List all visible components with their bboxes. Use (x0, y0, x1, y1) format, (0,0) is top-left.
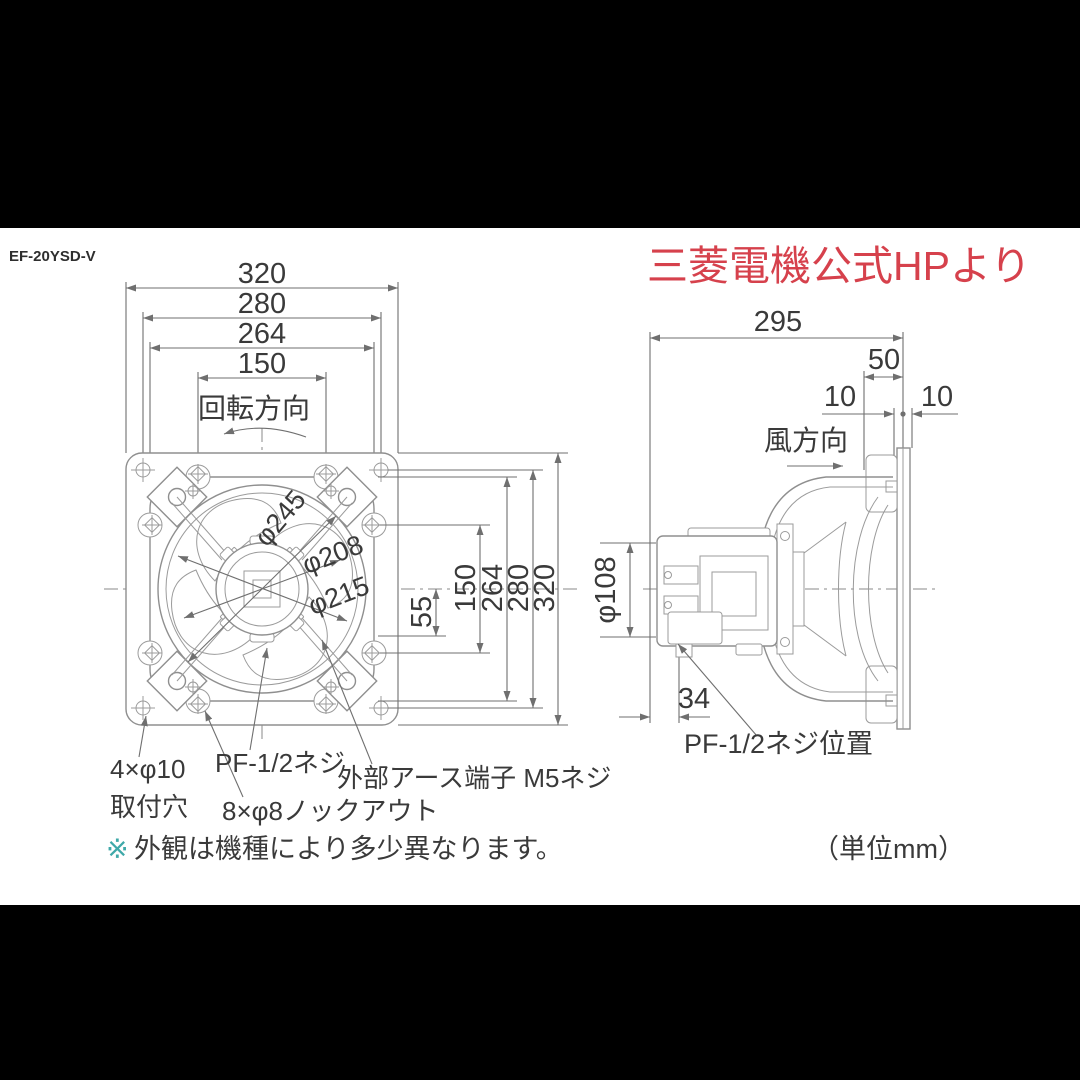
dim-tick-dot (900, 411, 906, 417)
front-right-dimension-lines (432, 453, 562, 725)
dim-front-width-320: 320 (238, 258, 286, 290)
front-top-extension-lines (125, 282, 399, 474)
note-mark: ※ (106, 834, 129, 864)
dim-front-height-320: 320 (529, 564, 561, 612)
earth-terminal-leader (321, 639, 373, 765)
dim-front-height-150: 150 (450, 564, 482, 612)
side-view: 295 50 10 10 風方向 φ108 34 (590, 306, 958, 759)
pf-position-label: PF-1/2ネジ位置 (684, 729, 873, 759)
front-top-dimension-lines (126, 284, 398, 382)
front-view: 320 280 264 150 回転方向 (104, 258, 578, 742)
model-number-label: EF-20YSD-V (9, 248, 96, 265)
rotation-direction-arrow (223, 427, 307, 438)
wall-mount-plate (896, 447, 911, 730)
callouts: 4×φ10 取付穴 PF-1/2ネジ 外部アース端子 M5ネジ 8×φ8ノックア… (110, 639, 611, 826)
dim-motor-dia-108: φ108 (590, 556, 622, 623)
diameter-dimension-lines (177, 515, 348, 663)
dim-side-flange-50: 50 (868, 344, 900, 376)
dim-side-gap-right-10: 10 (921, 381, 953, 413)
dim-front-width-264: 264 (238, 318, 286, 350)
dim-side-depth-295: 295 (754, 306, 802, 338)
unit-note: （単位mm） (812, 834, 965, 864)
front-right-extension-lines (378, 452, 568, 726)
dim-front-height-280: 280 (503, 564, 535, 612)
appearance-note: 外観は機種により多少異なります。 (134, 834, 563, 864)
orifice-outer-circle (157, 484, 367, 694)
dim-pf-offset-34: 34 (678, 683, 710, 715)
rotation-direction-label: 回転方向 (198, 393, 310, 424)
knockout-leader (204, 710, 244, 798)
callout-knockout: 8×φ8ノックアウト (222, 796, 438, 826)
motor-bracket (776, 523, 794, 655)
dim-front-width-150: 150 (238, 348, 286, 380)
pf-position-leader (677, 643, 758, 737)
source-note-text: 三菱電機公式HPより (647, 243, 1031, 289)
wind-direction-label: 風方向 (764, 425, 848, 456)
dim-front-width-280: 280 (238, 288, 286, 320)
motor-body (656, 527, 778, 658)
pf-screw-leader (249, 647, 269, 751)
mounting-hole-leader (138, 715, 148, 758)
dim-side-gap-left-10: 10 (824, 381, 856, 413)
dim-front-height-55: 55 (406, 596, 438, 628)
side-dimension-lines (619, 334, 958, 721)
callout-mounting-hole-line2: 取付穴 (110, 792, 188, 822)
callout-mounting-hole-line1: 4×φ10 (110, 754, 185, 784)
callout-pf-screw: PF-1/2ネジ (215, 748, 345, 778)
callout-earth-terminal: 外部アース端子 M5ネジ (337, 763, 611, 793)
shroud-flanges (865, 454, 898, 724)
orifice-inner-circle (165, 492, 359, 686)
dim-front-height-264: 264 (477, 564, 509, 612)
